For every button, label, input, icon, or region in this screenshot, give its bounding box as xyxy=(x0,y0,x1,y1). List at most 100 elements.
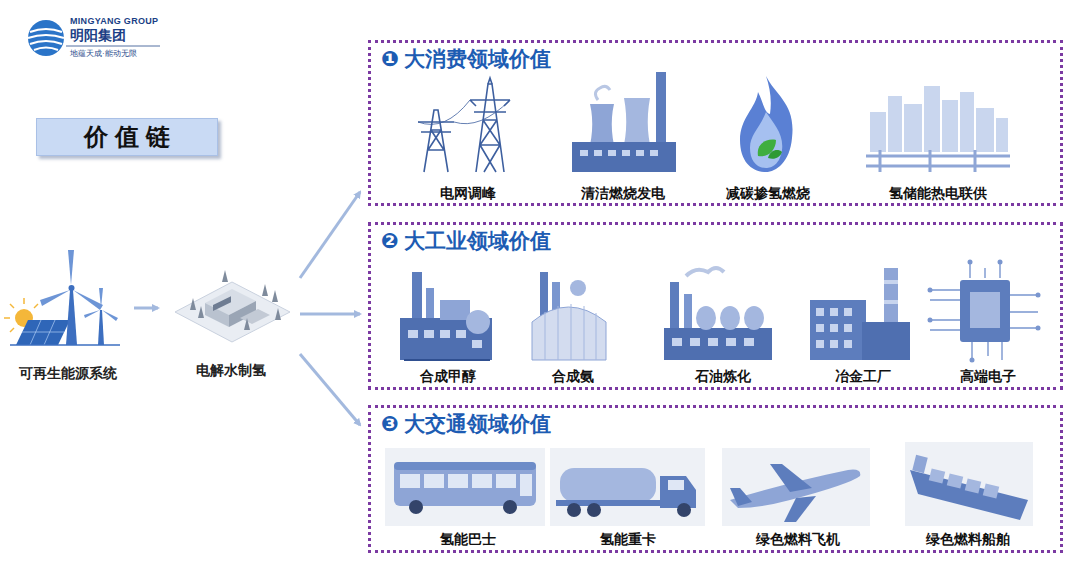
methanol-plant-icon xyxy=(404,359,490,361)
item-label: 清洁燃烧发电 xyxy=(581,186,665,201)
value-region: ❷大工业领域价值合成甲醇 合成氨 石油炼化 冶金工厂 高端电子 xyxy=(368,222,1063,390)
item-label: 冶金工厂 xyxy=(835,369,891,384)
application-item: 高端电子 xyxy=(956,368,1020,386)
refinery-icon xyxy=(664,328,772,360)
power-plant-icon xyxy=(580,150,588,156)
renewable-icon xyxy=(84,310,100,318)
bus-icon xyxy=(472,474,492,488)
methanol-plant-icon xyxy=(440,330,450,338)
electrolyzer-icon xyxy=(213,296,231,311)
item-label: 合成甲醇 xyxy=(420,369,476,384)
metallurgy-plant-icon xyxy=(862,322,910,360)
application-item: 合成氨 xyxy=(548,368,598,386)
chip-icon xyxy=(928,260,1041,363)
region-title: 大工业领域价值 xyxy=(404,227,551,255)
renewable-icon xyxy=(84,288,118,321)
refinery-icon xyxy=(684,294,692,332)
refinery-icon xyxy=(696,306,716,330)
refinery-icon xyxy=(744,306,764,330)
metallurgy-plant-icon xyxy=(810,268,910,360)
ship-icon xyxy=(905,442,1033,526)
ammonia-plant-icon xyxy=(570,280,586,296)
truck-icon xyxy=(660,476,696,508)
power-plant-icon xyxy=(656,72,666,152)
item-label: 减碳掺氢燃烧 xyxy=(726,186,810,201)
renewable-icon xyxy=(22,332,64,333)
ship-icon xyxy=(929,468,945,483)
ammonia-plant-icon xyxy=(571,304,572,360)
airplane-icon xyxy=(722,448,870,526)
node-label: 可再生能源系统 xyxy=(6,365,130,383)
metallurgy-plant-icon xyxy=(816,308,824,316)
city-pipes-icon xyxy=(866,165,1010,168)
region-title: 大消费领域价值 xyxy=(404,45,551,73)
airplane-icon xyxy=(722,448,870,526)
chip-icon xyxy=(1036,293,1041,298)
chip-icon xyxy=(928,288,933,293)
hydrogen-flame-icon xyxy=(768,150,782,159)
item-label: 高端电子 xyxy=(960,369,1016,384)
ship-icon xyxy=(965,478,981,493)
application-item: 绿色燃料船舶 xyxy=(922,531,1014,549)
power-plant-icon xyxy=(650,150,658,156)
renewable-icon xyxy=(69,285,75,291)
refinery-icon xyxy=(686,268,724,276)
metallurgy-plant-icon xyxy=(816,340,824,348)
logo-text: 明阳集团 xyxy=(70,27,126,45)
methanol-plant-icon xyxy=(424,330,434,338)
logo-slogan: 地蕴天成·能动无限 xyxy=(70,48,137,59)
methanol-plant-icon xyxy=(408,330,482,348)
bus-icon xyxy=(394,462,536,506)
renewable-icon xyxy=(4,317,10,319)
truck-icon xyxy=(587,503,601,517)
methanol-plant-icon xyxy=(412,272,422,320)
renewable-icon xyxy=(22,320,64,345)
electrolyzer-icon xyxy=(198,306,204,318)
renewable-icon xyxy=(73,290,103,310)
methanol-plant-icon xyxy=(440,300,470,320)
bus-icon xyxy=(503,500,517,514)
refinery-icon xyxy=(664,268,772,360)
electrolyzer-icon xyxy=(262,284,268,296)
city-pipes-icon xyxy=(996,118,1008,152)
renewable-icon xyxy=(99,288,103,308)
flow-arrow xyxy=(300,313,360,316)
renewable-icon xyxy=(44,320,55,345)
airplane-icon xyxy=(770,464,812,492)
chip-icon xyxy=(970,358,975,363)
pylon-icon xyxy=(418,100,510,124)
application-item: 氢能巴士 xyxy=(436,531,500,549)
ammonia-plant-icon xyxy=(584,306,585,360)
refinery-icon xyxy=(726,338,736,346)
callout-number: ❷ xyxy=(381,229,399,253)
chip-icon xyxy=(998,260,1003,265)
renewable-icon xyxy=(23,298,25,304)
truck-icon xyxy=(550,448,705,526)
renewable-icon xyxy=(30,320,41,345)
hydrogen-flame-icon xyxy=(740,76,793,172)
ship-icon xyxy=(905,442,1033,526)
bus-icon xyxy=(385,448,545,526)
region-title: 大交通领域价值 xyxy=(404,410,551,438)
power-plant-icon xyxy=(622,150,630,156)
renewable-icon xyxy=(4,250,120,345)
ammonia-plant-icon xyxy=(558,306,559,360)
pylon-icon xyxy=(476,84,504,172)
chip-icon xyxy=(970,262,1002,360)
truck-icon xyxy=(677,503,691,517)
application-item: 氢储能热电联供 xyxy=(885,185,991,203)
methanol-plant-icon xyxy=(472,340,482,348)
item-label: 氢能巴士 xyxy=(440,532,496,547)
electrolyzer-icon xyxy=(244,318,250,330)
city-pipes-icon xyxy=(976,108,994,152)
methanol-plant-icon xyxy=(400,272,492,360)
item-label: 石油炼化 xyxy=(695,369,751,384)
metallurgy-plant-icon xyxy=(830,340,838,348)
application-item: 冶金工厂 xyxy=(831,368,895,386)
truck-icon xyxy=(668,480,684,490)
power-plant-icon xyxy=(636,150,644,156)
region-heading: ❶大消费领域价值 xyxy=(381,45,551,73)
